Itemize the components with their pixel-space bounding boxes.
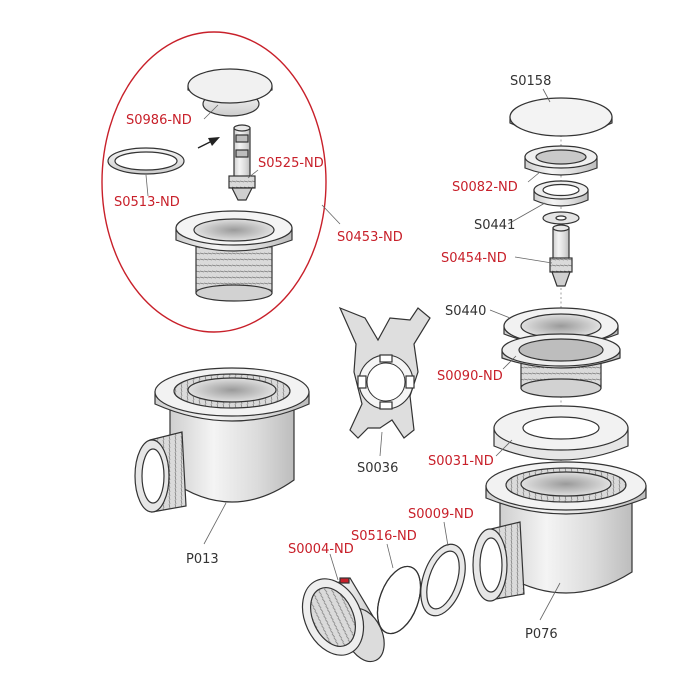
label-s0440: S0440 xyxy=(445,304,486,319)
label-s0513-nd: S0513-ND xyxy=(114,195,180,210)
label-s0036: S0036 xyxy=(357,461,398,476)
label-s0082-nd: S0082-ND xyxy=(452,180,518,195)
part-s0453-threaded-body[interactable] xyxy=(175,210,293,302)
part-s0031-gasket[interactable] xyxy=(493,405,629,461)
label-s0158: S0158 xyxy=(510,74,551,89)
part-s0441-washer[interactable] xyxy=(542,211,580,225)
label-s0986-nd: S0986-ND xyxy=(126,113,192,128)
part-p076-trap-body[interactable] xyxy=(472,461,647,602)
label-s0441: S0441 xyxy=(474,218,515,233)
label-s0009-nd: S0009-ND xyxy=(408,507,474,522)
label-s0454-nd: S0454-ND xyxy=(441,251,507,266)
label-s0090-nd: S0090-ND xyxy=(437,369,503,384)
part-s0516-oring[interactable] xyxy=(369,561,429,640)
part-s0090-threaded-sleeve[interactable] xyxy=(501,333,621,398)
label-p076: P076 xyxy=(525,627,558,642)
part-s0036-wrench[interactable] xyxy=(338,306,431,439)
label-s0453-nd: S0453-ND xyxy=(337,230,403,245)
part-s0986-cap[interactable] xyxy=(187,68,273,117)
part-s0009-ring[interactable] xyxy=(413,539,474,622)
label-s0516-nd: S0516-ND xyxy=(351,529,417,544)
leader-lines xyxy=(145,88,561,621)
arrow-icon xyxy=(197,137,220,149)
part-s0082-lower-ring[interactable] xyxy=(533,180,589,207)
label-s0525-nd: S0525-ND xyxy=(258,156,324,171)
label-s0031-nd: S0031-ND xyxy=(428,454,494,469)
part-p013-trap-body[interactable] xyxy=(134,367,310,513)
part-s0513-ring[interactable] xyxy=(107,147,185,175)
part-s0454-spindle[interactable] xyxy=(549,224,573,287)
part-s0004-nut[interactable] xyxy=(291,569,392,668)
label-p013: P013 xyxy=(186,552,219,567)
part-s0525-spindle[interactable] xyxy=(228,124,256,201)
part-s0082-ring[interactable] xyxy=(524,145,598,176)
label-s0004-nd: S0004-ND xyxy=(288,542,354,557)
group-outline-s0453 xyxy=(101,31,327,333)
part-s0158-cover[interactable] xyxy=(509,97,613,137)
